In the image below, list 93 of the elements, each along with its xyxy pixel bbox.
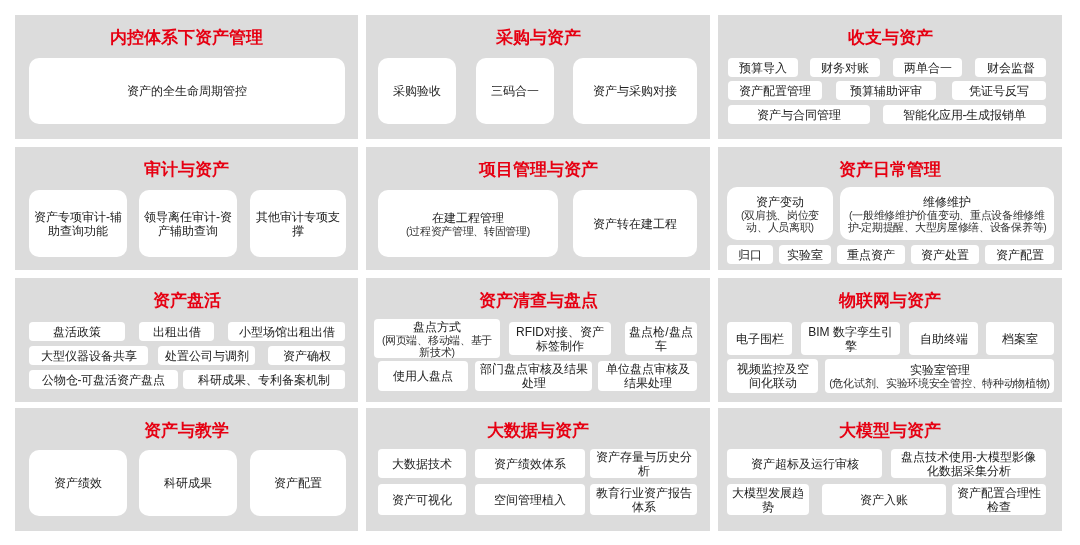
item-card — [374, 319, 500, 358]
item-card: 领导离任审计-资产辅助查询 — [139, 190, 237, 257]
item-card: 重点资产 — [837, 245, 905, 264]
panel-title: 资产清查与盘点 — [477, 290, 599, 310]
item-label: 维修维护 — [923, 194, 971, 209]
item-card: 盘点技术使用-大模型影像化数据采集分析 — [891, 449, 1046, 478]
item-card: 资产绩效体系 — [475, 449, 585, 478]
item-card: 大型仪器设备共享 — [29, 346, 148, 365]
item-card: 资产超标及运行审核 — [727, 449, 882, 478]
item-note: (网页端、移动端、基于新技术) — [380, 333, 494, 358]
item-card: 凭证号反写 — [952, 81, 1046, 100]
category-panel — [366, 408, 710, 531]
category-panel — [718, 147, 1062, 270]
item-note: (双肩挑、岗位变动、人员离职) — [739, 208, 821, 233]
item-card: 资产与采购对接 — [573, 58, 697, 124]
category-panel — [15, 147, 358, 270]
item-card — [727, 187, 833, 240]
panel-title: 大模型与资产 — [838, 420, 942, 440]
item-note: (危化试剂、实验环境安全管控、特种动物植物) — [829, 377, 1050, 389]
item-note: (过程资产管理、转固管理) — [405, 224, 531, 237]
panel-title: 内控体系下资产管理 — [109, 27, 264, 47]
item-card: 档案室 — [986, 322, 1054, 355]
panel-title: 收支与资产 — [846, 27, 934, 47]
panel-title: 资产盘活 — [151, 290, 222, 310]
item-card: 部门盘点审核及结果处理 — [475, 361, 592, 391]
item-card: 财务对账 — [810, 58, 880, 77]
item-label: 资产变动 — [756, 194, 804, 209]
item-card: 其他审计专项支撑 — [250, 190, 346, 257]
item-card: 资产的全生命周期管控 — [29, 58, 345, 124]
item-card: 小型场馆出租出借 — [228, 322, 345, 341]
item-card: 盘点枪/盘点车 — [625, 322, 697, 355]
item-card: 单位盘点审核及结果处理 — [598, 361, 697, 391]
category-panel — [15, 408, 358, 531]
item-card — [840, 187, 1054, 240]
item-card: 智能化应用-生成报销单 — [883, 105, 1046, 124]
item-card: 处置公司与调剂 — [158, 346, 255, 365]
item-card: 资产与合同管理 — [728, 105, 870, 124]
item-card: 资产配置管理 — [728, 81, 822, 100]
item-card: 资产配置 — [250, 450, 346, 516]
item-card: 资产配置 — [985, 245, 1054, 264]
item-card: 资产可视化 — [378, 484, 466, 515]
item-card: 资产入账 — [822, 484, 946, 515]
panel-title: 物联网与资产 — [837, 290, 942, 310]
item-card: 公物仓-可盘活资产盘点 — [29, 370, 178, 389]
item-card: 采购验收 — [378, 58, 456, 124]
item-card: 资产确权 — [268, 346, 345, 365]
item-card: 使用人盘点 — [378, 361, 468, 391]
category-panel — [366, 147, 710, 270]
item-card: 三码合一 — [476, 58, 554, 124]
item-card: 实验室 — [779, 245, 831, 264]
item-card: 财会监督 — [975, 58, 1046, 77]
panel-title: 大数据与资产 — [486, 420, 590, 440]
panel-title: 采购与资产 — [494, 27, 582, 47]
item-card: 大数据技术 — [378, 449, 466, 478]
panel-title: 审计与资产 — [143, 159, 230, 179]
item-card — [825, 359, 1054, 393]
item-card: 教育行业资产报告体系 — [590, 484, 697, 515]
item-card: 两单合一 — [893, 58, 962, 77]
category-panel — [15, 15, 358, 139]
category-panel — [718, 278, 1062, 402]
item-note: (一般维修维护价值变动、重点设备维修维护-定期提醒、大型房屋修缮、设备保养等) — [846, 208, 1048, 233]
item-card: 盘活政策 — [29, 322, 125, 341]
item-label: 实验室管理 — [909, 363, 970, 377]
item-card — [378, 190, 558, 257]
item-card: 资产存量与历史分析 — [590, 449, 697, 478]
item-card: 资产转在建工程 — [573, 190, 697, 257]
item-card: 科研成果、专利备案机制 — [183, 370, 345, 389]
item-card: 科研成果 — [139, 450, 237, 516]
item-card: 大模型发展趋势 — [727, 484, 809, 515]
category-panel — [366, 15, 710, 139]
item-card: 空间管理植入 — [475, 484, 585, 515]
item-card: 预算导入 — [728, 58, 798, 77]
item-card: RFID对接、资产标签制作 — [509, 322, 611, 355]
category-panel — [15, 278, 358, 402]
item-card: 资产处置 — [911, 245, 979, 264]
item-card: 资产配置合理性检查 — [952, 484, 1046, 515]
item-label: 在建工程管理 — [432, 210, 504, 225]
item-card: 自助终端 — [909, 322, 978, 355]
category-panel — [718, 15, 1062, 139]
item-card: BIM 数字孪生引擎 — [801, 322, 900, 355]
item-card: 资产专项审计-辅助查询功能 — [29, 190, 127, 257]
item-card: 归口 — [727, 245, 773, 264]
item-card: 预算辅助评审 — [836, 81, 936, 100]
item-label: 盘点方式 — [413, 319, 461, 334]
item-card: 出租出借 — [139, 322, 214, 341]
panel-title: 项目管理与资产 — [477, 159, 599, 179]
item-card: 电子围栏 — [727, 322, 792, 355]
item-card: 资产绩效 — [29, 450, 127, 516]
item-card: 视频监控及空间化联动 — [727, 359, 818, 393]
panel-title: 资产日常管理 — [838, 159, 942, 179]
category-panel — [366, 278, 710, 402]
category-panel — [718, 408, 1062, 531]
panel-title: 资产与教学 — [143, 420, 230, 440]
